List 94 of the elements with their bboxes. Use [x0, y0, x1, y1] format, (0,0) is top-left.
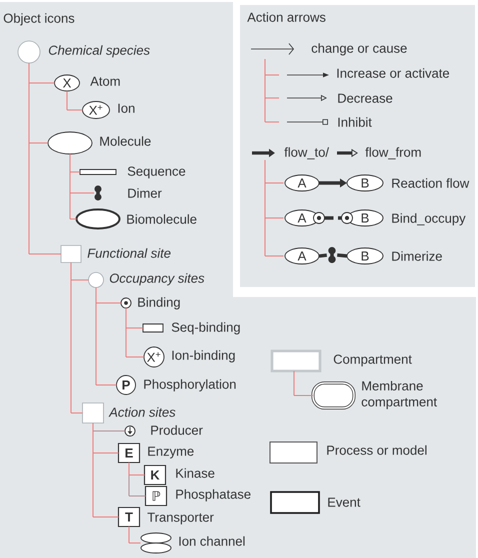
symbol-label: Atom [90, 76, 120, 86]
tree-line [96, 384, 117, 386]
circle-symbol [18, 40, 40, 64]
symbol-label: Molecule [100, 136, 151, 146]
tree-line [128, 462, 130, 476]
bar-symbol [80, 169, 116, 175]
letter-box: T [118, 506, 140, 528]
ellipse-node: B [346, 174, 384, 192]
tree-line [96, 302, 122, 304]
dotted-circle-symbol [313, 212, 325, 224]
symbol-label: Binding [138, 297, 180, 310]
letter-box: ℙ [144, 486, 168, 506]
tree-line [28, 82, 30, 144]
symbol-label: Ion channel [179, 536, 245, 546]
ellipse-symbol [48, 132, 92, 154]
symbol-label: Kinase [176, 468, 214, 478]
tree-line [294, 395, 314, 396]
symbol-label: Occupancy sites [110, 273, 204, 286]
connector-line [337, 253, 348, 258]
symbol-label: Increase or activate [337, 68, 450, 78]
tree-line [92, 452, 94, 518]
tree-line [92, 430, 126, 432]
letter-box: E [118, 442, 140, 464]
symbol-label: Ion-binding [172, 350, 235, 362]
tree-line [66, 90, 68, 110]
tree-line [264, 74, 266, 98]
rectangle-symbol [270, 442, 318, 464]
tree-line [70, 412, 83, 414]
symbol-label: Biomolecule [127, 214, 196, 224]
arrow-sample [286, 119, 328, 125]
symbol-label: Phosphorylation [144, 379, 236, 392]
tree-line [264, 218, 266, 256]
symbol-label: change or cause [312, 43, 407, 56]
symbol-label: Producer [151, 425, 203, 435]
symbol-label: Compartment [334, 354, 412, 366]
square-symbol [82, 402, 104, 424]
tree-line [128, 526, 130, 544]
tree-line [126, 356, 144, 358]
tree-line [70, 192, 94, 194]
letter-box: K [144, 464, 166, 486]
tree-line [92, 422, 94, 432]
tree-line [28, 142, 48, 144]
symbol-label: Bind_occupy [392, 213, 466, 226]
tree-line [264, 98, 266, 122]
symbol-label: Phosphatase [176, 489, 250, 502]
square-symbol [60, 245, 82, 263]
panel-heading: Object icons [4, 13, 74, 26]
tree-line [264, 182, 284, 184]
symbol-label: Enzyme [148, 446, 194, 458]
symbol-label: Chemical species [48, 45, 150, 58]
tree-line [28, 62, 30, 84]
tree-line [92, 516, 119, 518]
circle-symbol [88, 272, 104, 288]
symbol-label: Functional site [88, 248, 170, 258]
tree-line [28, 82, 55, 84]
symbol-label: Reaction flow [392, 178, 470, 188]
symbol-label: Event [328, 498, 360, 507]
connector-line [318, 253, 327, 258]
rectangle-symbol [270, 491, 320, 514]
tree-line [70, 262, 72, 280]
symbol-label: Ion [118, 104, 134, 113]
symbol-label: Inhibit [338, 117, 372, 127]
tree-line [128, 542, 141, 544]
symbol-label: flow_from [365, 147, 421, 160]
tree-line [264, 74, 280, 76]
symbol-label: Transporter [148, 512, 214, 524]
symbol-label: Process or model [327, 445, 426, 455]
connector-line [324, 216, 342, 220]
symbol-label: Dimerize [392, 251, 442, 261]
symbol-label: flow_to/ [284, 147, 329, 160]
rectangle-symbol [142, 324, 164, 332]
ellipse-node: A [284, 248, 320, 264]
tree-line [264, 160, 266, 184]
ellipse-node: A [284, 174, 320, 192]
tree-line [28, 142, 30, 254]
tree-line [92, 430, 94, 454]
symbol-label: Decrease [338, 94, 392, 103]
capsule-symbol [312, 382, 356, 410]
symbol-label: Action sites [108, 407, 176, 417]
symbol-label: Sequence [128, 166, 186, 178]
stacked-ellipses-symbol [140, 532, 172, 554]
tree-line [128, 474, 130, 496]
tree-line [264, 182, 266, 218]
tree-line [92, 452, 119, 454]
arrow-sample [250, 43, 294, 55]
symbol-label: Dimer [128, 188, 162, 198]
tree-line [70, 280, 72, 414]
tree-line [70, 218, 77, 220]
rectangle-symbol [270, 350, 322, 372]
symbol-label: Membrane compartment [362, 380, 437, 410]
tree-line [264, 58, 266, 76]
tree-line [128, 474, 145, 476]
ellipse-node: B [346, 248, 384, 264]
symbol-label: Seq-binding [172, 322, 240, 334]
